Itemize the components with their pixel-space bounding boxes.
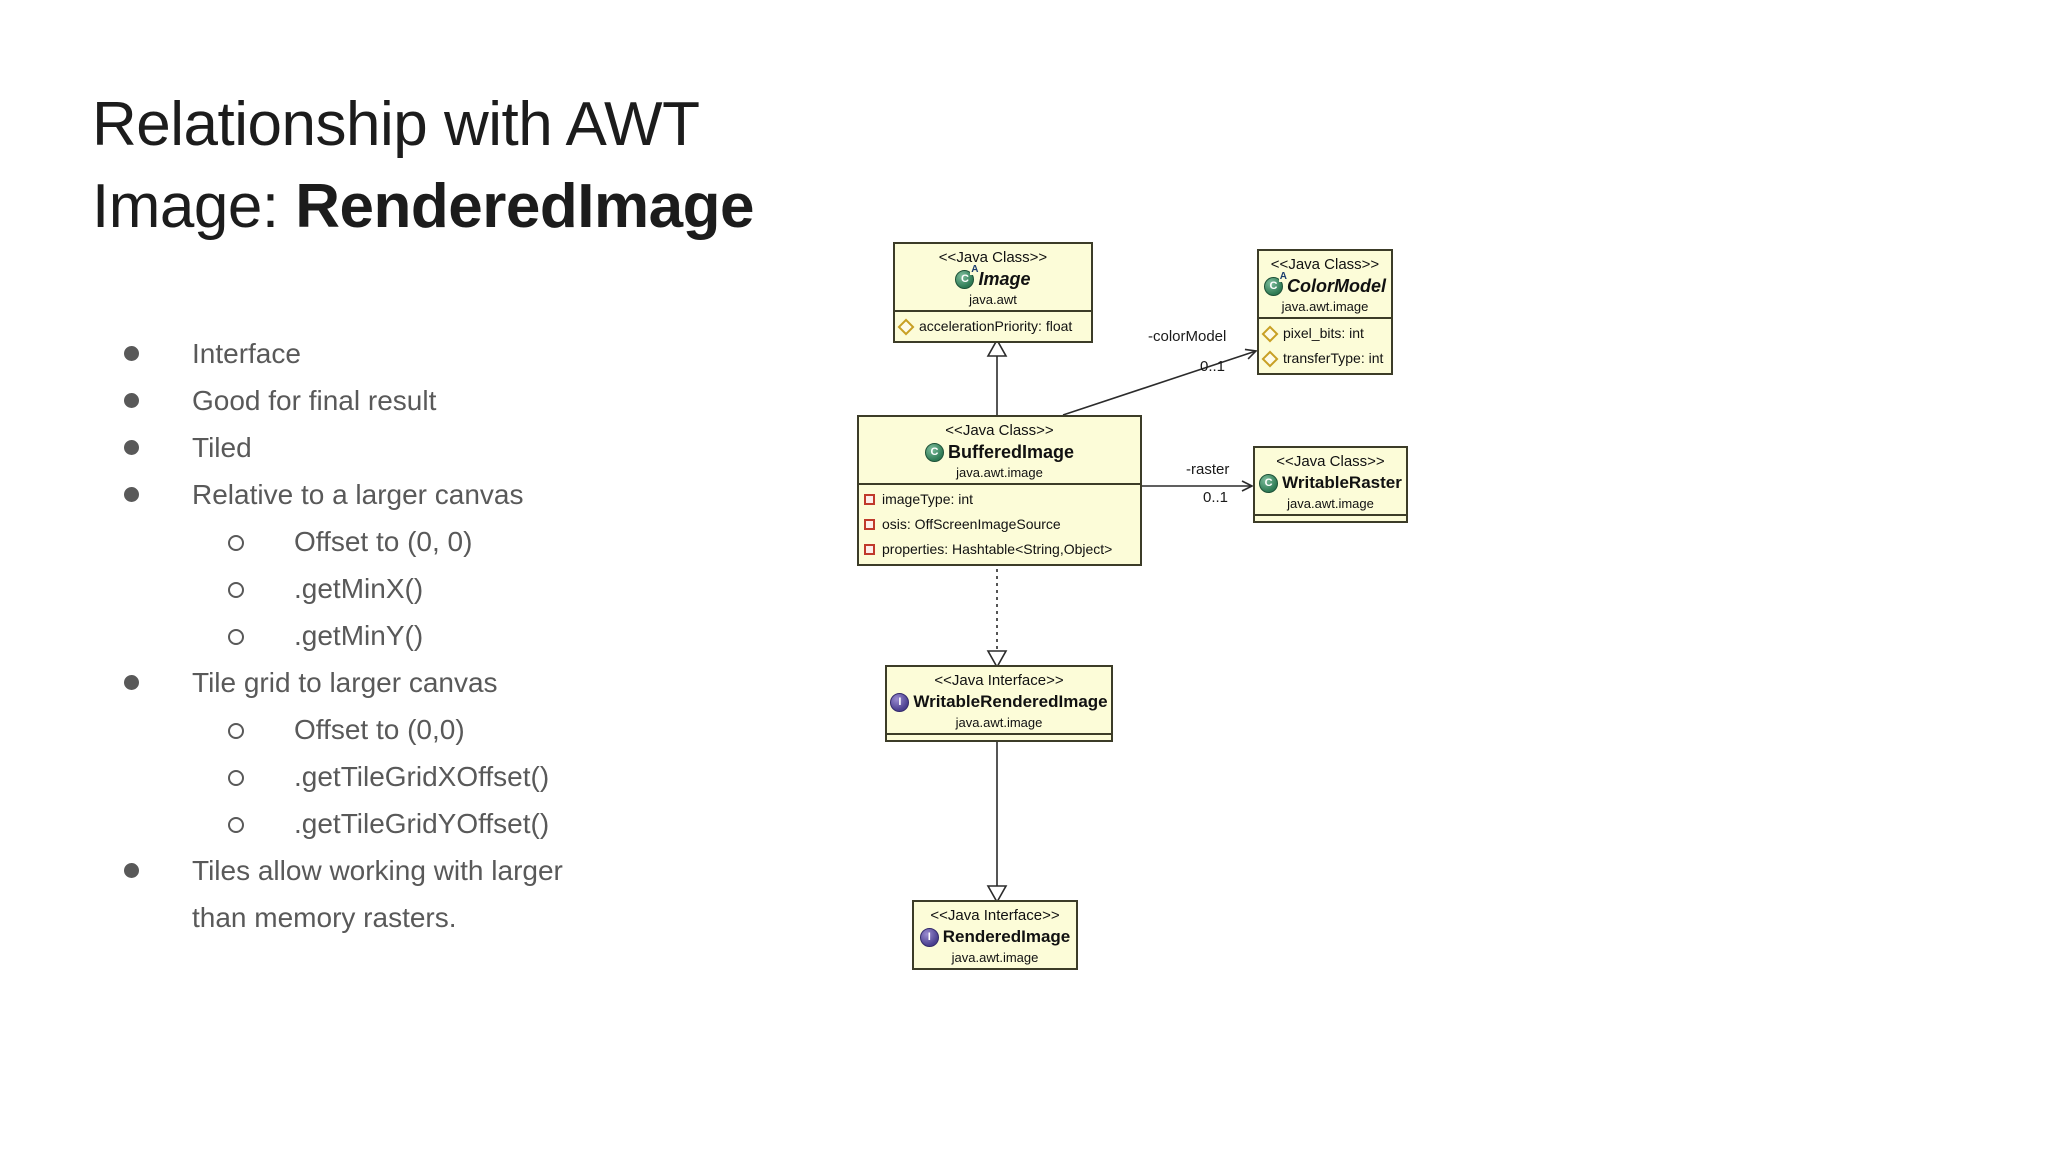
protected-diamond-icon: [897, 318, 915, 335]
empty-compartment: [1255, 514, 1406, 521]
class-header: <<Java Interface>> I WritableRenderedIma…: [887, 667, 1111, 733]
class-name-row: I WritableRenderedImage: [889, 690, 1109, 714]
stereotype-label: <<Java Class>>: [938, 249, 1048, 266]
generalization-bufferedimage-image: [986, 338, 1008, 415]
stereotype-label: <<Java Class>>: [1276, 453, 1385, 470]
attribute-row: osis: OffScreenImageSource: [864, 512, 1135, 537]
attribute-row: accelerationPriority: float: [897, 314, 1086, 339]
attribute-row: transferType: int: [1261, 346, 1386, 371]
protected-diamond-icon: [1261, 350, 1279, 367]
class-name: Image: [978, 269, 1031, 289]
package-label: java.awt.image: [1287, 496, 1374, 511]
attributes-compartment: accelerationPriority: float: [895, 310, 1091, 341]
private-square-icon: [864, 544, 875, 555]
package-label: java.awt.image: [956, 465, 1043, 480]
bullet-list: Interface Good for final result Tiled Re…: [0, 330, 700, 941]
list-item: .getTileGridYOffset(): [0, 800, 700, 847]
interface-icon: I: [919, 927, 939, 947]
list-item: Offset to (0, 0): [0, 518, 700, 565]
private-square-icon: [864, 494, 875, 505]
package-label: java.awt.image: [955, 715, 1043, 730]
title-line-2: Image: RenderedImage: [92, 166, 754, 248]
title-line-2-bold: RenderedImage: [295, 172, 754, 241]
attribute-text: accelerationPriority: float: [919, 318, 1073, 334]
list-item: Tiles allow working with larger than mem…: [0, 847, 624, 941]
list-item: Good for final result: [0, 377, 700, 424]
attributes-compartment: pixel_bits: int transferType: int: [1259, 317, 1391, 373]
class-name-row: C BufferedImage: [861, 440, 1138, 464]
attribute-text: pixel_bits: int: [1283, 325, 1364, 341]
generalization-writablerenderedimage-renderedimage: [986, 735, 1008, 904]
attribute-row: imageType: int: [864, 487, 1135, 512]
stereotype-label: <<Java Class>>: [1270, 256, 1380, 273]
uml-interface-writablerenderedimage: <<Java Interface>> I WritableRenderedIma…: [885, 665, 1113, 742]
stereotype-label: <<Java Interface>>: [934, 672, 1064, 689]
class-icon: C: [924, 442, 944, 462]
list-item: Tiled: [0, 424, 700, 471]
attribute-row: pixel_bits: int: [1261, 321, 1386, 346]
class-header: <<Java Class>> C WritableRaster java.awt…: [1255, 448, 1406, 514]
page-title: Relationship with AWT Image: RenderedIma…: [92, 84, 754, 248]
association-bufferedimage-colormodel: [1062, 348, 1258, 416]
association-role-label: -raster: [1186, 461, 1230, 478]
class-header: <<Java Class>> C BufferedImage java.awt.…: [859, 417, 1140, 483]
list-item: .getTileGridXOffset(): [0, 753, 700, 800]
class-icon: C: [1259, 473, 1279, 493]
stereotype-label: <<Java Class>>: [945, 422, 1054, 439]
uml-class-writableraster: <<Java Class>> C WritableRaster java.awt…: [1253, 446, 1408, 523]
list-item: Tile grid to larger canvas: [0, 659, 700, 706]
class-header: <<Java Interface>> I RenderedImage java.…: [914, 902, 1076, 968]
empty-compartment: [887, 733, 1111, 740]
stereotype-label: <<Java Interface>>: [930, 907, 1060, 924]
list-item: .getMinY(): [0, 612, 700, 659]
class-name: WritableRaster: [1282, 473, 1402, 492]
title-line-1: Relationship with AWT: [92, 90, 700, 159]
uml-interface-renderedimage: <<Java Interface>> I RenderedImage java.…: [912, 900, 1078, 970]
association-role-label: -colorModel: [1148, 328, 1227, 345]
title-line-2-prefix: Image:: [92, 172, 296, 241]
attribute-text: osis: OffScreenImageSource: [882, 516, 1061, 532]
attribute-row: properties: Hashtable<String,Object>: [864, 537, 1135, 562]
class-name: BufferedImage: [947, 442, 1075, 462]
private-square-icon: [864, 519, 875, 530]
protected-diamond-icon: [1261, 325, 1279, 342]
attributes-compartment: imageType: int osis: OffScreenImageSourc…: [859, 483, 1140, 564]
interface-name: WritableRenderedImage: [913, 692, 1108, 711]
package-label: java.awt.image: [951, 950, 1039, 965]
list-item: .getMinX(): [0, 565, 700, 612]
class-name: ColorModel: [1287, 276, 1386, 296]
attribute-text: imageType: int: [882, 491, 974, 507]
list-item: Offset to (0,0): [0, 706, 700, 753]
association-multiplicity-label: 0..1: [1203, 489, 1229, 506]
class-name-row: I RenderedImage: [916, 925, 1074, 949]
package-label: java.awt.image: [1281, 299, 1369, 314]
interface-name: RenderedImage: [942, 927, 1071, 946]
list-item: Interface: [0, 330, 700, 377]
list-item: Relative to a larger canvas: [0, 471, 700, 518]
uml-class-bufferedimage: <<Java Class>> C BufferedImage java.awt.…: [857, 415, 1142, 566]
association-multiplicity-label: 0..1: [1200, 358, 1226, 375]
attribute-text: properties: Hashtable<String,Object>: [882, 541, 1113, 557]
realization-bufferedimage-writablerenderedimage: [986, 562, 1008, 669]
package-label: java.awt: [969, 292, 1017, 307]
attribute-text: transferType: int: [1283, 350, 1384, 366]
interface-icon: I: [890, 692, 910, 712]
class-name-row: C WritableRaster: [1257, 471, 1404, 495]
